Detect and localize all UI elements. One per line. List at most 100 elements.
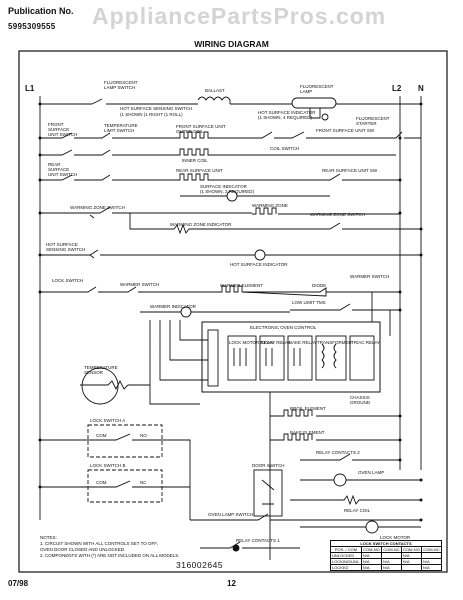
table-header: COM-NC — [421, 546, 442, 553]
label-hot-surface-sensing-switch: HOT SURFACE SENSING SWITCH — [120, 106, 193, 111]
label-coil-switch: COIL SWITCH — [270, 146, 300, 151]
reference-number: 316002645 — [176, 560, 224, 570]
table-header: POS. / COM — [330, 546, 362, 553]
label-hot-surface-indicator-top: HOT SURFACE INDICATOR (1 SHOWN, 4 REQUIR… — [258, 110, 316, 120]
label-com-b: COM — [96, 480, 107, 485]
label-warmer-indicator: WARMER INDICATOR — [150, 304, 196, 309]
footer-date: 07/98 — [8, 579, 29, 588]
table-cell: N/A — [360, 564, 382, 571]
label-broil-element: BROIL ELEMENT — [290, 406, 326, 411]
label-inner-coil: INNER COIL — [182, 158, 208, 163]
label-rear-surface-unit-switch: REAR SURFACE UNIT SWITCH — [48, 162, 78, 177]
door-switch-box — [253, 469, 283, 517]
rail-label-l1: L1 — [25, 84, 35, 93]
lock-switch-a-box — [87, 424, 163, 458]
table-row: LOCKING/UNL N/A N/A N/A N/A — [330, 558, 442, 565]
ballast-coil — [197, 96, 231, 104]
label-warming-zone: WARMING ZONE — [252, 203, 288, 208]
label-oven-lamp: OVEN LAMP — [358, 470, 385, 475]
label-fluorescent-starter: FLUORESCENT STARTER — [356, 116, 390, 126]
label-fluorescent-lamp: FLUORESCENT LAMP — [300, 84, 334, 94]
label-warming-zone-switch-right: WARMING ZONE SWITCH — [310, 212, 365, 217]
broil-element-coil — [280, 409, 313, 417]
label-front-outer-coil: FRONT SURFACE UNIT OUTER COIL — [176, 124, 226, 134]
label-triac-relay: TRIAC RELAY — [351, 340, 381, 345]
rail-label-l2: L2 — [392, 84, 402, 93]
notes-line: OVEN DOOR CLOSED AND UNLOCKED. — [40, 547, 126, 552]
label-lock-motor: LOCK MOTOR — [380, 535, 411, 540]
diagram-border — [18, 50, 448, 573]
table-header: COM-NO — [400, 546, 423, 553]
label-warmer-switch-right: WARMER SWITCH — [350, 274, 390, 279]
label-conv-relay: CONV. RELAY — [261, 340, 291, 345]
table-cell: N/A — [421, 564, 442, 571]
table-header: COM-NC — [380, 546, 402, 553]
notes-block: NOTES: 1. CIRCUIT SHOWN WITH ALL CONTROL… — [40, 535, 210, 559]
label-relay-contacts-2: RELAY CONTACTS 2 — [316, 450, 360, 455]
diagram-title: WIRING DIAGRAM — [194, 39, 269, 49]
bake-relay-box — [287, 335, 313, 381]
oven-lamp-glyph — [333, 473, 347, 487]
starter-glyph — [321, 113, 329, 121]
footer-page: 12 — [227, 579, 236, 588]
relay-coil — [340, 494, 363, 506]
hot-surface-indicator-lamp — [254, 249, 266, 261]
publication-label: Publication No. — [8, 6, 74, 16]
temp-sensor-ring — [81, 367, 119, 405]
label-eoc: ELECTRONIC OVEN CONTROL — [250, 325, 317, 330]
label-oven-lamp-switch: OVEN LAMP SWITCH — [208, 512, 254, 517]
label-no-a: NO — [140, 433, 147, 438]
label-bake-relay: BAKE RELAY — [289, 340, 317, 345]
label-ballast: BALLAST — [205, 88, 225, 93]
outer-coil-front — [176, 131, 214, 139]
lock-switch-contacts-table: LOCK SWITCH CONTACTS POS. / COM COM-NO C… — [330, 540, 442, 571]
bake-element-coil — [280, 433, 313, 441]
label-warming-zone-indicator: WARMING ZONE INDICATOR — [170, 222, 232, 227]
lock-switch-b-box — [87, 469, 163, 503]
label-bake-element: BAKE ELEMENT — [290, 430, 325, 435]
label-warmer-element: WARMER ELEMENT — [220, 283, 263, 288]
label-surface-indicator: SURFACE INDICATOR (1 SHOWN, 3 REQUIRED) — [200, 184, 255, 194]
label-hot-surface-sensing-switch-2: HOT SURFACE SENSING SWITCH — [46, 242, 86, 252]
label-relay-coil: RELAY COIL — [344, 508, 371, 513]
label-switch-ratings: (1 SHOWN (1 RIGHT (1 ROLL) — [120, 112, 183, 117]
label-warmer-switch: WARMER SWITCH — [120, 282, 160, 287]
label-transformer: TRANSFORMER — [317, 340, 352, 345]
label-lock-switch-b: LOCK SWITCH B — [90, 463, 126, 468]
fluorescent-lamp-tube — [291, 97, 337, 109]
notes-line: 1. CIRCUIT SHOWN WITH ALL CONTROLS SET T… — [40, 541, 158, 546]
label-com-a: COM — [96, 433, 107, 438]
label-lock-switch-a: LOCK SWITCH A — [90, 418, 126, 423]
publication-number: 5995309555 — [8, 22, 56, 31]
label-rear-surface-unit: REAR SURFACE UNIT — [176, 168, 223, 173]
conv-relay-box — [259, 335, 285, 381]
label-lock-motor-relay: LOCK MOTOR RELAY — [229, 340, 275, 345]
warmer-element-coil — [218, 285, 243, 293]
label-low-limit-tms: LOW LIMIT TMS — [292, 300, 326, 305]
label-lock-switch: LOCK SWITCH — [52, 278, 84, 283]
label-rear-surface-unit-sw: REAR SURFACE UNIT SW — [322, 168, 378, 173]
table-row: LOCKED N/A N/A N/A — [330, 564, 442, 571]
label-front-surface-unit-sw: FRONT SURFACE UNIT SW — [316, 128, 375, 133]
table-cell: LOCKED — [330, 564, 362, 571]
rear-unit-coil — [176, 173, 214, 181]
rail-label-n: N — [418, 84, 424, 93]
eoc-terminal-strip — [207, 329, 219, 387]
label-fluorescent-lamp-switch: FLUORESCENT LAMP SWITCH — [104, 80, 138, 90]
label-relay-contacts-1: RELAY CONTACTS 1 — [236, 538, 280, 543]
label-nc-b: NC — [140, 480, 147, 485]
notes-line: 2. COMPONENTS WITH (*) ARE NOT INCLUDED … — [40, 553, 180, 558]
label-warming-zone-switch: WARMING ZONE SWITCH — [70, 205, 125, 210]
warming-zone-element — [252, 207, 277, 215]
table-cell — [400, 564, 423, 571]
table-header: COM-NO — [360, 546, 382, 553]
warming-zone-indicator-line — [170, 222, 421, 235]
label-diode: DIODE — [312, 283, 327, 288]
table-cell: LOCKING/UNL — [330, 558, 362, 565]
inner-coil-front — [176, 148, 214, 156]
transformer-box — [315, 335, 347, 381]
label-chassis-ground: CHASSIS GROUND — [350, 395, 370, 405]
label-temperature-limit-switch: TEMPERATURE LIMIT SWITCH — [104, 123, 138, 133]
watermark: AppliancePartsPros.com — [92, 3, 387, 29]
